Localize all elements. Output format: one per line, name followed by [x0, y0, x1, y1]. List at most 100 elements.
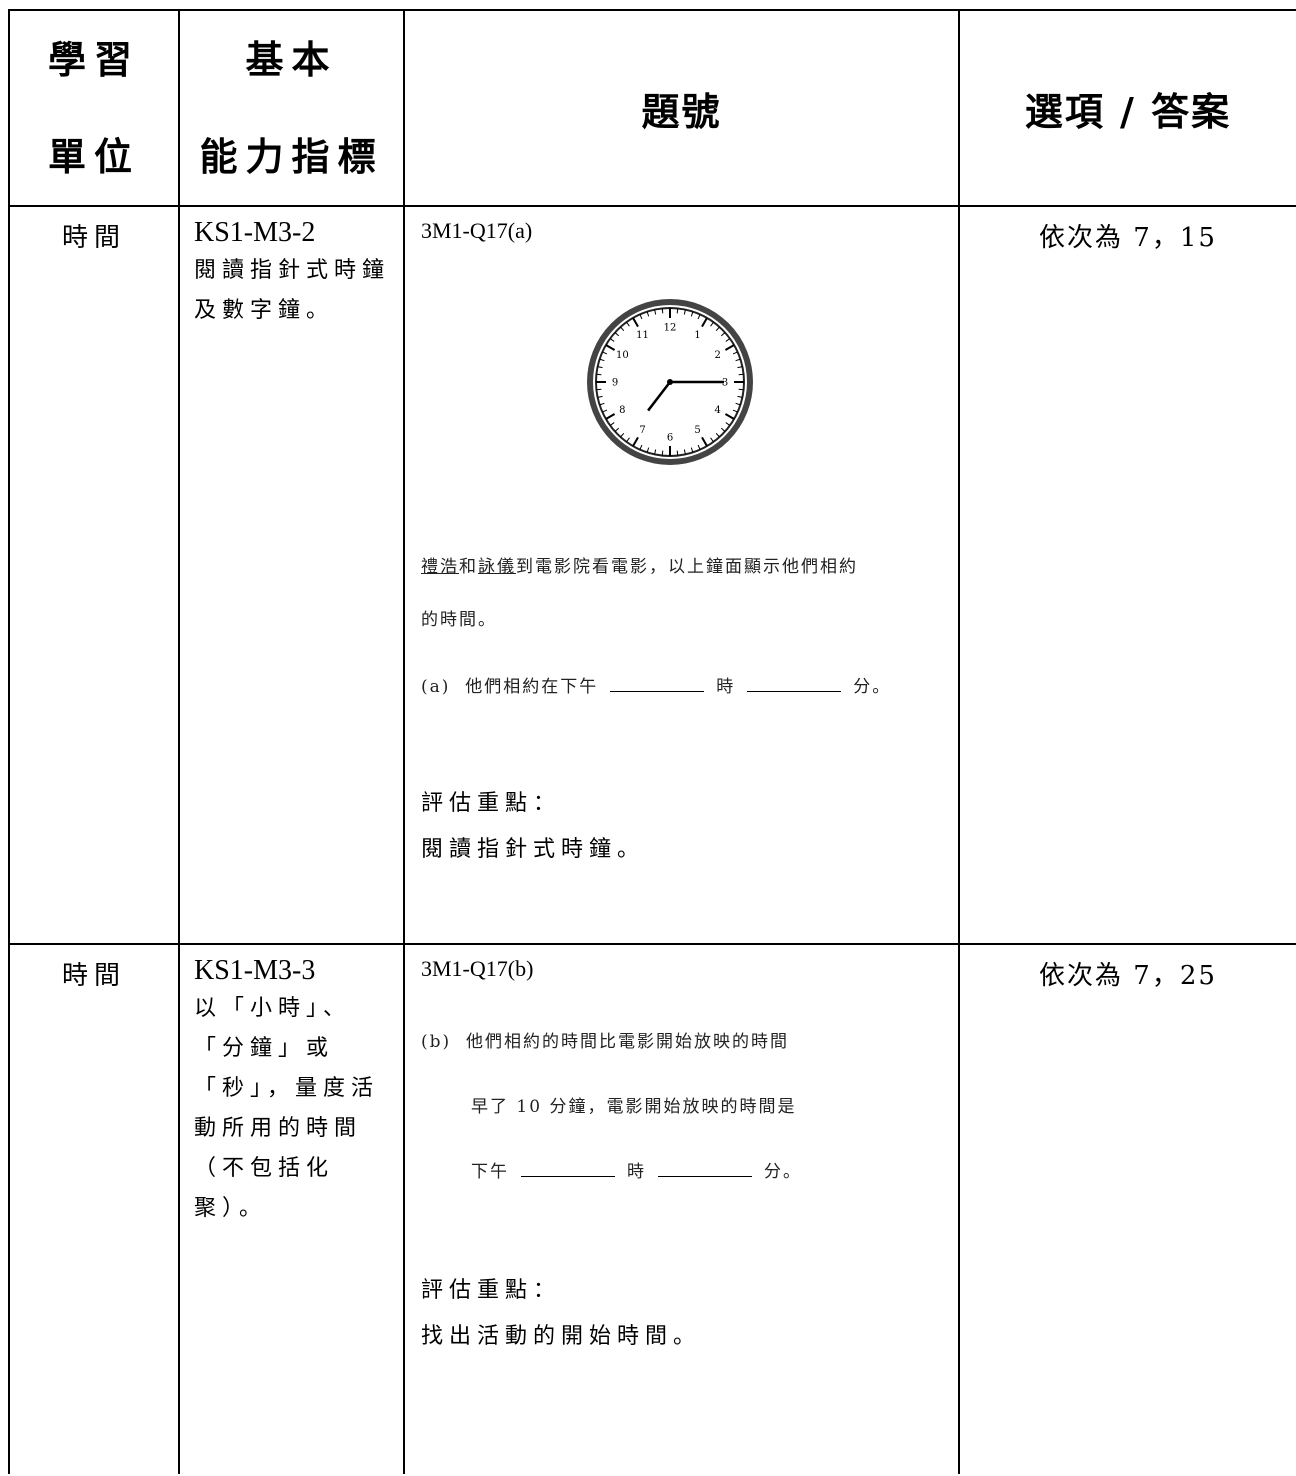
focus-heading: 評估重點：	[421, 1278, 562, 1303]
clock-tick	[609, 422, 615, 426]
hour-hand	[647, 381, 671, 412]
clock-tick	[738, 388, 744, 391]
clock-tick	[690, 311, 694, 317]
clock-tick	[715, 326, 720, 332]
clock-tick	[654, 449, 657, 455]
assessment-table: 學習 單位 基本 能力指標 題號 選項 / 答案 時間 KS1-M3-2 閱讀指…	[8, 9, 1296, 1474]
header-unit-line1: 學習	[47, 36, 140, 82]
header-unit-line2: 單位	[47, 133, 140, 179]
part-b-line2: 早了 10 分鐘，電影開始放映的時間是	[471, 1097, 797, 1117]
answer-blank-hour[interactable]	[610, 673, 705, 692]
header-ind-line2: 能力指標	[199, 133, 384, 179]
indicator-text: 以「小時」、「分鐘」或「秒」，量度活動所用的時間（不包括化聚）。	[194, 996, 380, 1221]
clock-tick	[697, 314, 701, 320]
clock-tick	[676, 308, 679, 314]
clock-tick	[676, 450, 679, 456]
clock-tick	[626, 437, 630, 443]
header-row: 學習 單位 基本 能力指標 題號 選項 / 答案	[8, 9, 1296, 207]
clock-tick	[632, 436, 639, 447]
clock-number: 9	[612, 378, 618, 389]
focus-text: 找出活動的開始時間。	[421, 1324, 702, 1349]
unit-label: 時間	[61, 961, 126, 991]
clock-tick	[614, 332, 620, 337]
clock-tick	[738, 373, 744, 376]
name-1: 禮浩	[421, 557, 459, 577]
clock-tick	[683, 309, 686, 315]
clock-tick	[626, 321, 630, 327]
clock-number: 2	[714, 350, 720, 361]
clock-tick	[720, 427, 726, 432]
passage-line2: 的時間。	[421, 610, 497, 630]
indicator-code: KS1-M3-2	[194, 217, 316, 248]
clock-tick	[735, 402, 741, 406]
focus-text: 閱讀指針式時鐘。	[421, 837, 646, 862]
clock-tick	[646, 311, 650, 317]
clock-number: 8	[619, 405, 625, 416]
clock-tick	[720, 332, 726, 337]
focus-heading: 評估重點：	[421, 791, 562, 816]
clock-number: 5	[694, 425, 700, 436]
clock-tick	[710, 321, 714, 327]
unit-label: 時間	[61, 223, 126, 253]
clock-tick	[732, 351, 738, 355]
part-b-line1: (b) 他們相約的時間比電影開始放映的時間	[421, 1032, 789, 1052]
clock-tick	[737, 366, 743, 369]
name-2: 詠儀	[478, 557, 516, 577]
question-id: 3M1-Q17(b)	[421, 956, 534, 981]
clock-tick	[715, 432, 720, 438]
clock-tick	[597, 395, 603, 398]
clock-tick	[596, 388, 602, 391]
header-question: 題號	[403, 9, 960, 207]
clock-number: 6	[667, 433, 673, 444]
indicator-code: KS1-M3-3	[194, 955, 316, 986]
answer-text: 依次為 7，15	[1039, 223, 1217, 253]
clock-number: 10	[616, 350, 629, 361]
clock-tick	[596, 373, 602, 376]
header-indicator: 基本 能力指標	[178, 9, 405, 207]
clock-tick	[639, 314, 643, 320]
clock-tick	[710, 437, 714, 443]
clock-tick	[646, 447, 650, 453]
clock-tick	[683, 449, 686, 455]
clock-tick	[620, 326, 625, 332]
clock-tick	[599, 402, 605, 406]
clock-tick	[697, 444, 701, 450]
header-answer: 選項 / 答案	[958, 9, 1296, 207]
clock-tick	[614, 427, 620, 432]
part-a: (a) 他們相約在下午時分。	[421, 672, 948, 697]
part-b-line3: 下午時分。	[421, 1157, 948, 1182]
clock-tick	[737, 395, 743, 398]
passage: 禮浩和詠儀到電影院看電影，以上鐘面顯示他們相約	[421, 557, 858, 577]
clock-tick	[735, 358, 741, 362]
clock-tick	[609, 338, 615, 342]
clock-tick	[639, 444, 643, 450]
clock-tick	[661, 308, 664, 314]
clock-tick	[725, 338, 731, 342]
clock-tick	[654, 309, 657, 315]
clock-tick	[605, 413, 616, 420]
clock-tick	[597, 366, 603, 369]
clock-tick	[632, 317, 639, 328]
clock-tick	[701, 436, 708, 447]
clock-number: 3	[722, 378, 728, 389]
clock-tick	[661, 450, 664, 456]
clock-tick	[701, 317, 708, 328]
answer-blank-minute[interactable]	[658, 1158, 752, 1177]
clock-number: 1	[694, 330, 700, 341]
clock-tick	[724, 344, 735, 351]
answer-text: 依次為 7，25	[1039, 961, 1217, 991]
answer-blank-hour[interactable]	[521, 1158, 615, 1177]
clock-tick	[599, 358, 605, 362]
clock-tick	[602, 351, 608, 355]
question-id: 3M1-Q17(a)	[421, 218, 533, 243]
header-learning-unit: 學習 單位	[8, 9, 180, 207]
clock-tick	[732, 409, 738, 413]
indicator-text: 閱讀指針式時鐘及數字鐘。	[194, 258, 391, 323]
answer-blank-minute[interactable]	[747, 673, 842, 692]
clock-number: 4	[714, 405, 720, 416]
clock-tick	[605, 344, 616, 351]
clock-number: 7	[639, 425, 645, 436]
clock-tick	[724, 413, 735, 420]
